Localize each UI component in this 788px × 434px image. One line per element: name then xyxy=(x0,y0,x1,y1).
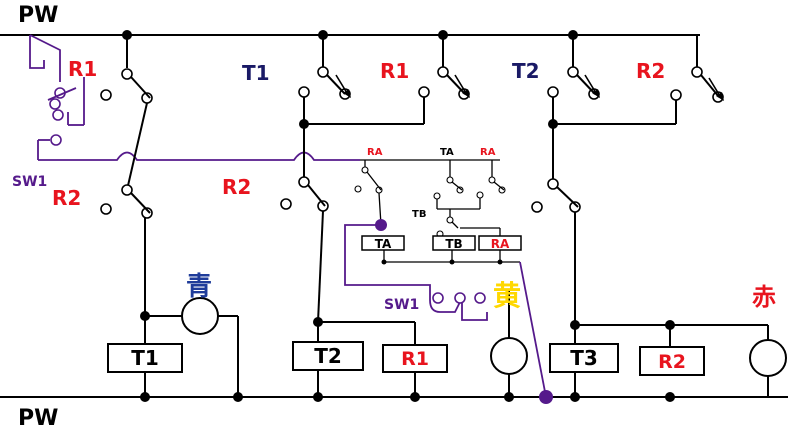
label-t1-contact: T1 xyxy=(242,61,270,85)
relay-r1-label: R1 xyxy=(401,348,429,370)
lamp-red xyxy=(749,339,787,377)
relay-t1-label: T1 xyxy=(131,346,159,370)
relay-r1-box xyxy=(382,344,448,373)
label-sw1-left: SW1 xyxy=(12,174,47,190)
lamp-yellow xyxy=(490,337,528,375)
label-ra-small-1: RA xyxy=(367,147,383,158)
sw1-mid-contact-3 xyxy=(474,292,486,304)
sw1-mid-contact-2 xyxy=(454,292,466,304)
label-pw-bottom: PW xyxy=(18,406,58,431)
column-2 xyxy=(280,35,470,402)
label-r2-right: R2 xyxy=(636,59,665,83)
label-sw1-mid: SW1 xyxy=(384,297,419,313)
yellow-lamp-return xyxy=(519,261,547,398)
label-ta-small: TA xyxy=(440,147,454,158)
lamp-blue xyxy=(181,297,219,335)
relay-tb-box xyxy=(432,235,476,251)
label-t2-contact: T2 xyxy=(512,59,540,83)
sw1-left-switch xyxy=(29,34,85,160)
relay-t3-label: T3 xyxy=(570,346,598,370)
bottom-purple-node xyxy=(539,390,553,404)
relay-ta-label: TA xyxy=(375,237,392,251)
relay-r2-box xyxy=(639,346,705,376)
label-r1-mid: R1 xyxy=(380,59,409,83)
label-pw-top: PW xyxy=(18,3,58,28)
relay-t1-box xyxy=(107,343,183,373)
relay-tb-label: TB xyxy=(445,237,462,251)
lamp-red-label: 赤 xyxy=(752,283,776,311)
lamp-blue-label: 青 xyxy=(186,272,212,302)
lamp-yellow-label: 黄 xyxy=(493,279,521,312)
relay-ra-box xyxy=(478,235,522,251)
label-r2-left: R2 xyxy=(52,186,81,210)
sw1-mid-contact-1 xyxy=(432,292,444,304)
label-tb-small: TB xyxy=(412,209,426,220)
relay-t2-label: T2 xyxy=(314,344,342,368)
column-1 xyxy=(100,35,243,402)
relay-ra-label: RA xyxy=(491,237,510,251)
label-r2-mid: R2 xyxy=(222,175,251,199)
relay-r2-label: R2 xyxy=(658,351,686,373)
sw1-horizontal-link xyxy=(38,151,360,161)
relay-ta-box xyxy=(361,235,405,251)
column-3 xyxy=(531,35,787,402)
relay-t2-box xyxy=(292,341,364,371)
relay-t3-box xyxy=(549,343,619,373)
label-ra-small-2: RA xyxy=(480,147,496,158)
contact-arrows xyxy=(335,74,724,101)
label-r1-left: R1 xyxy=(68,57,97,81)
